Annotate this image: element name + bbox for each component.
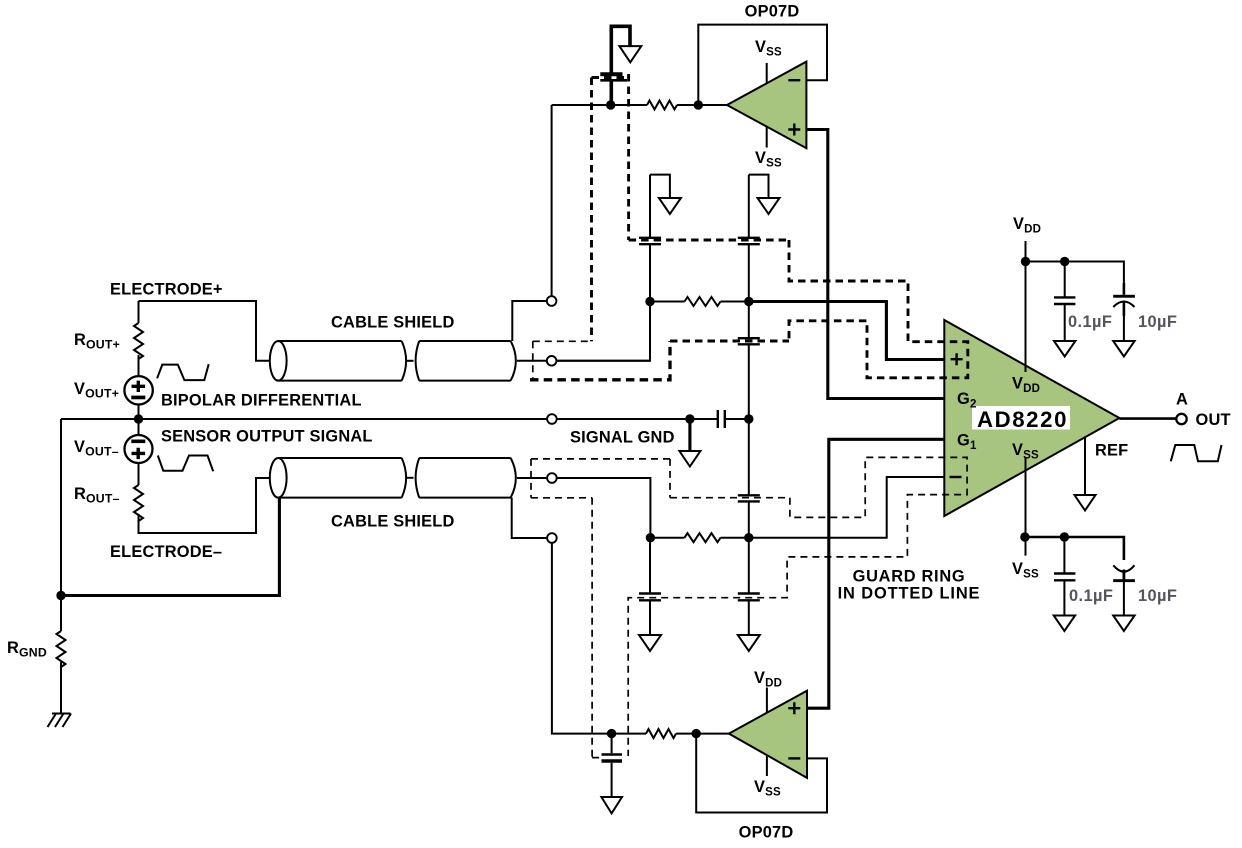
svg-text:SIGNAL GND: SIGNAL GND (570, 429, 675, 447)
svg-text:SENSOR OUTPUT SIGNAL: SENSOR OUTPUT SIGNAL (161, 428, 373, 446)
svg-text:OUT: OUT (1196, 411, 1231, 429)
svg-text:10µF: 10µF (1138, 587, 1177, 605)
svg-text:0.1µF: 0.1µF (1069, 587, 1113, 605)
svg-text:CABLE SHIELD: CABLE SHIELD (331, 314, 455, 332)
svg-text:REF: REF (1095, 442, 1128, 460)
svg-text:IN DOTTED LINE: IN DOTTED LINE (838, 585, 981, 603)
svg-text:GUARD RING: GUARD RING (853, 568, 966, 586)
svg-text:0.1µF: 0.1µF (1068, 313, 1112, 331)
svg-text:OP07D: OP07D (739, 824, 794, 842)
svg-text:CABLE SHIELD: CABLE SHIELD (331, 513, 455, 531)
svg-text:OP07D: OP07D (745, 3, 800, 21)
svg-text:BIPOLAR DIFFERENTIAL: BIPOLAR DIFFERENTIAL (161, 392, 362, 410)
svg-text:ELECTRODE–: ELECTRODE– (110, 543, 222, 561)
svg-text:ROUT+: ROUT+ (74, 331, 120, 352)
svg-text:AD8220: AD8220 (977, 407, 1068, 432)
svg-text:A: A (1176, 391, 1188, 409)
svg-text:ELECTRODE+: ELECTRODE+ (110, 281, 223, 299)
svg-text:10µF: 10µF (1138, 313, 1177, 331)
